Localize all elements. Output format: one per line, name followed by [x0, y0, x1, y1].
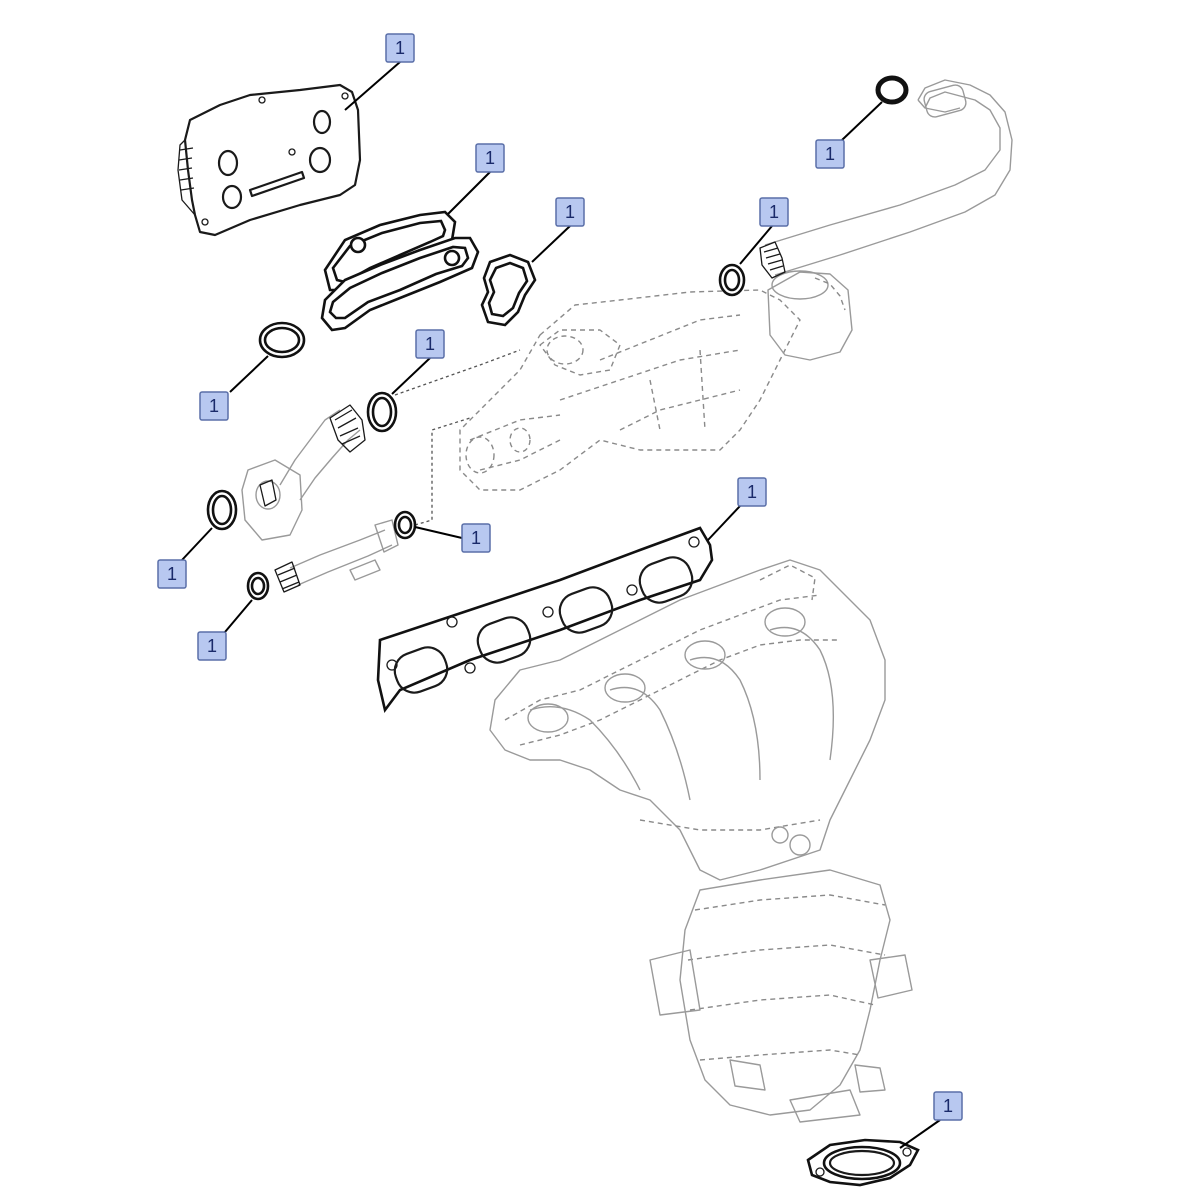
- left-ring[interactable]: [258, 321, 306, 359]
- callout-manifold-gasket[interactable]: 1: [737, 477, 767, 507]
- callout-cooler-gasket[interactable]: 1: [475, 143, 505, 173]
- callout-label: 1: [209, 396, 219, 416]
- pipe-seal[interactable]: [718, 263, 746, 297]
- cat-gasket[interactable]: [806, 1138, 920, 1187]
- upper-seal[interactable]: [875, 75, 909, 105]
- callout-label: 1: [769, 202, 779, 222]
- small-ring[interactable]: [393, 510, 417, 540]
- callout-label: 1: [485, 148, 495, 168]
- callout-small-ring[interactable]: 1: [461, 523, 491, 553]
- manifold-gasket[interactable]: [376, 526, 714, 714]
- flange-ring[interactable]: [206, 489, 238, 531]
- filter-gasket[interactable]: [480, 253, 537, 327]
- callout-left-ring[interactable]: 1: [199, 391, 229, 421]
- callout-label: 1: [395, 38, 405, 58]
- callout-flange-ring[interactable]: 1: [157, 559, 187, 589]
- left-coolant-pipe: [241, 404, 366, 541]
- callout-middle-ring[interactable]: 1: [415, 329, 445, 359]
- callout-filter-gasket[interactable]: 1: [555, 197, 585, 227]
- leader-lines: [181, 61, 941, 1149]
- lower-oil-pipe: [274, 519, 399, 593]
- callout-label: 1: [471, 528, 481, 548]
- callout-label: 1: [207, 636, 217, 656]
- callout-label: 1: [747, 482, 757, 502]
- callout-pipe-seal[interactable]: 1: [759, 197, 789, 227]
- callout-label: 1: [825, 144, 835, 164]
- callout-oil-cooler[interactable]: 1: [385, 33, 415, 63]
- callout-lower-ring[interactable]: 1: [197, 631, 227, 661]
- oil-cooler[interactable]: [177, 83, 362, 237]
- lower-ring[interactable]: [246, 571, 270, 601]
- callout-label: 1: [565, 202, 575, 222]
- callout-label: 1: [425, 334, 435, 354]
- cooler-gasket[interactable]: [320, 210, 480, 332]
- exhaust-manifold: [489, 559, 886, 881]
- assembly-lines: [394, 349, 521, 526]
- callout-label: 1: [167, 564, 177, 584]
- callout-upper-seal[interactable]: 1: [815, 139, 845, 169]
- catalytic-converter: [649, 869, 913, 1123]
- coolant-pipe: [759, 79, 1013, 279]
- middle-ring[interactable]: [366, 391, 398, 433]
- oil-filter-housing: [459, 270, 853, 491]
- callout-cat-gasket[interactable]: 1: [933, 1091, 963, 1121]
- callout-label: 1: [943, 1096, 953, 1116]
